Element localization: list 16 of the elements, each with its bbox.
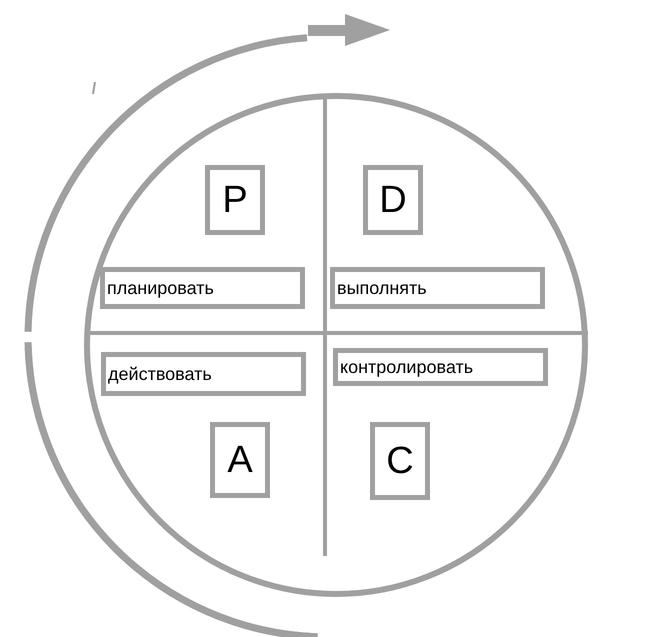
node-text: планировать [107,278,214,298]
letter-box [205,165,265,235]
node-text: действовать [108,364,212,384]
node-text: выполнять [337,278,427,298]
node-text: D [379,178,407,222]
label-box [100,267,305,309]
node-text: C [386,440,414,482]
node-text: A [227,438,253,482]
node-text: контролировать [340,356,474,378]
label-box [101,352,306,396]
node-text: P [222,178,248,222]
letter-box [210,422,270,498]
label-box [333,348,548,386]
letter-box [363,165,423,235]
letter-box [370,422,430,500]
label-box [330,267,545,309]
